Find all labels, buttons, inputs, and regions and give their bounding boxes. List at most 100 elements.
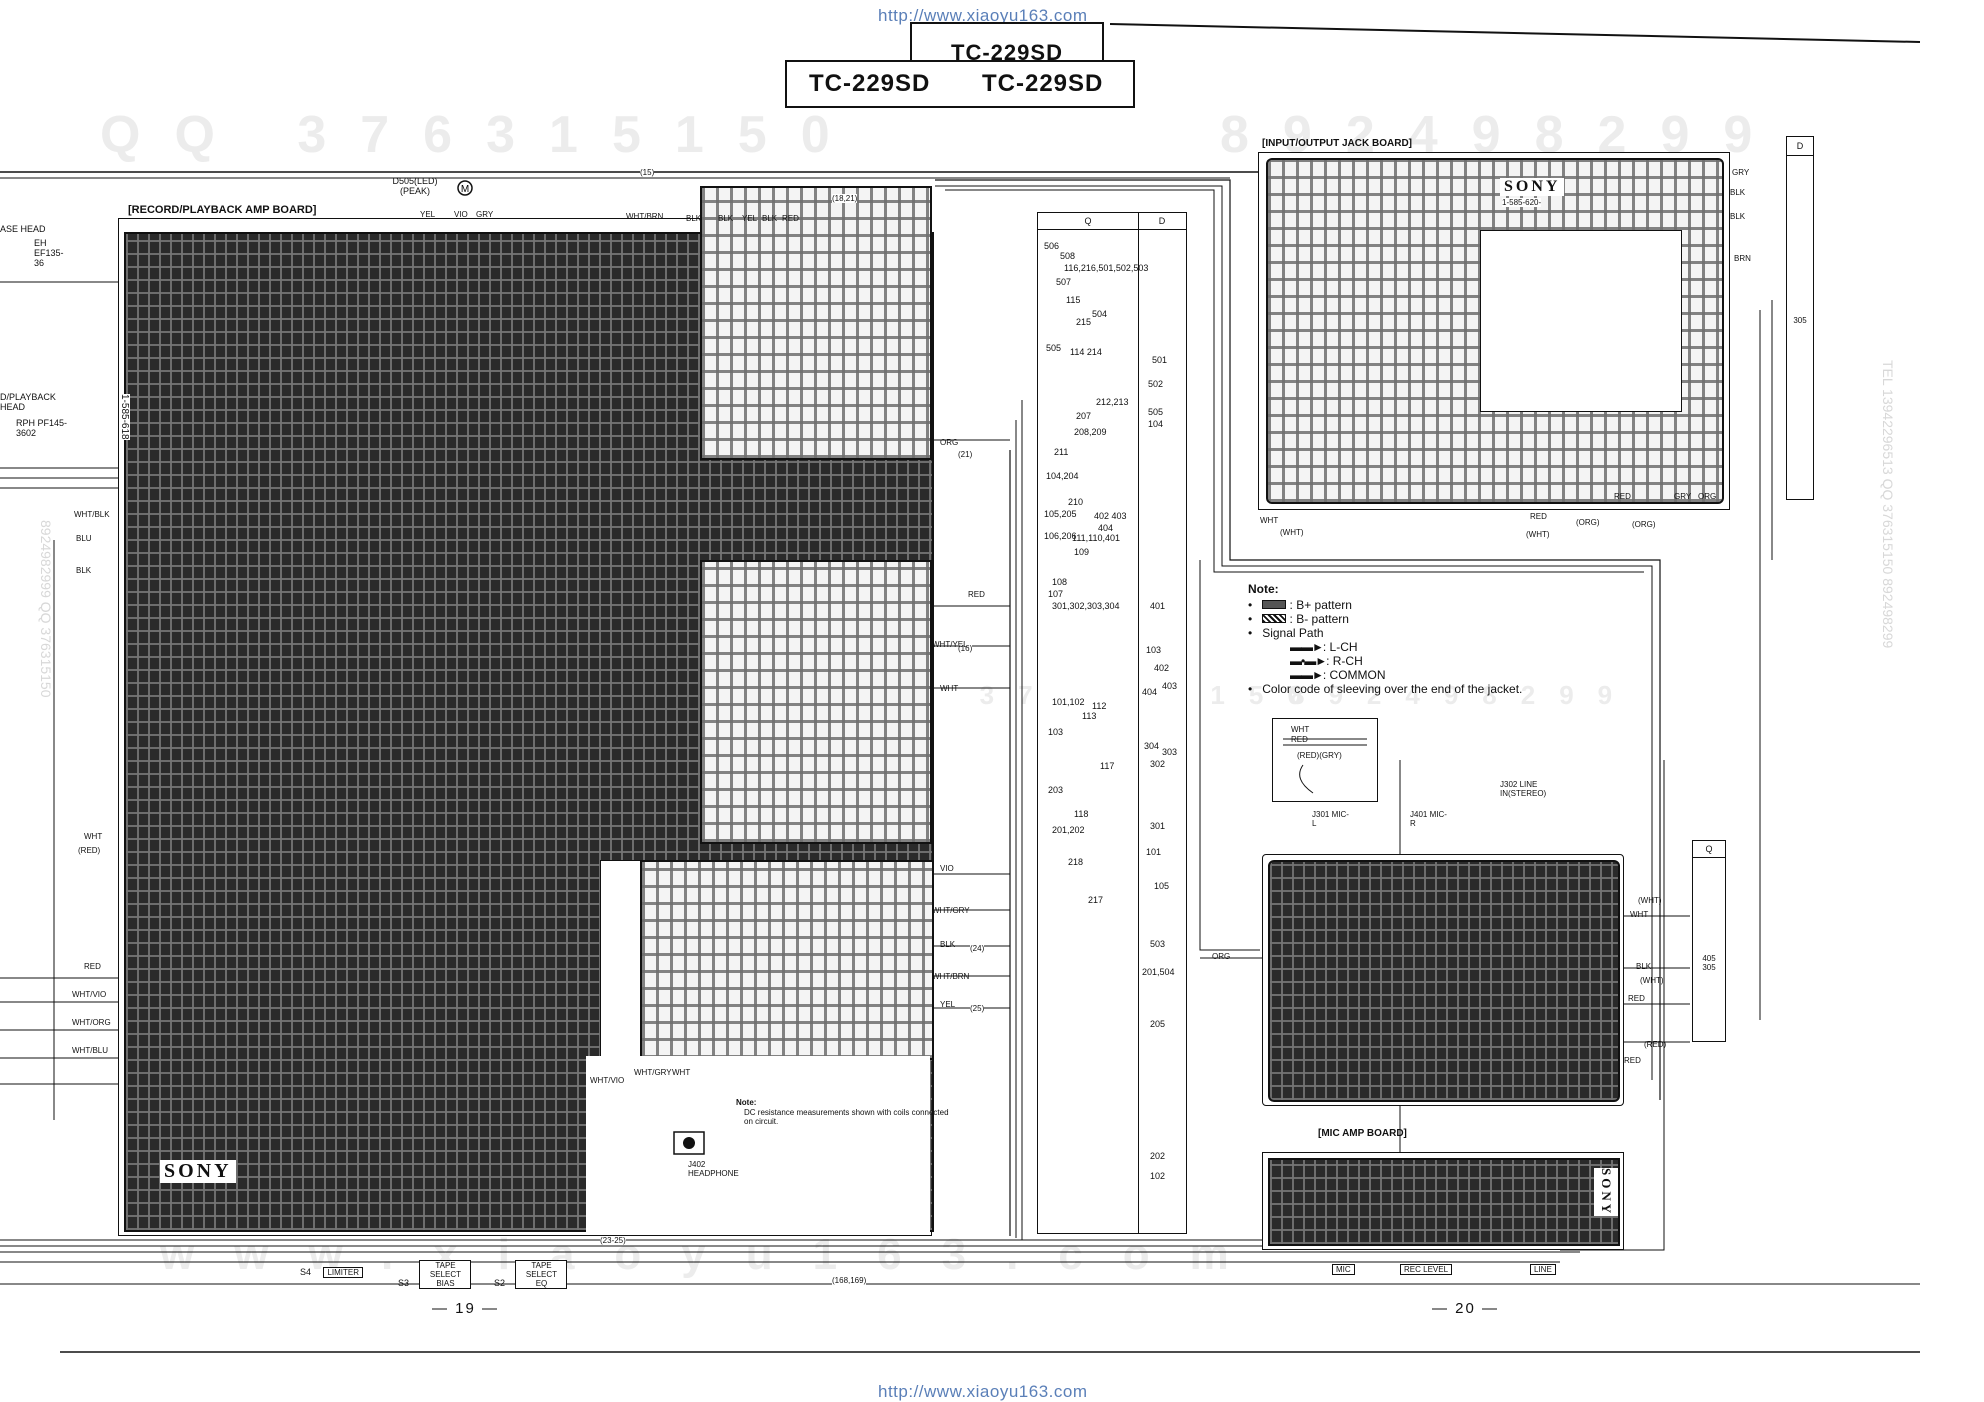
d-ref: 302 xyxy=(1150,759,1166,769)
q-ref: 105,205 xyxy=(1044,509,1077,519)
wire-color: WHT xyxy=(84,832,103,841)
rp-board-title: [RECORD/PLAYBACK AMP BOARD] xyxy=(128,204,317,216)
erase-head-part: EH EF135-36 xyxy=(34,238,64,268)
d-ref: 502 xyxy=(1148,379,1164,389)
lch-arrow-icon: ▬▬► xyxy=(1290,640,1324,654)
d-ref: 303 xyxy=(1162,747,1178,757)
headphone-jack-icon xyxy=(673,1131,705,1155)
q-ref: 211 xyxy=(1054,447,1069,457)
q-ref: 210 xyxy=(1068,497,1084,507)
wire-color: RED xyxy=(1530,512,1547,521)
switch-label: TAPE SELECT EQ xyxy=(515,1260,568,1289)
d-ref: 505 xyxy=(1148,407,1164,417)
q-ref: 118 xyxy=(1074,809,1089,819)
wire-color: (ORG) xyxy=(1576,518,1600,527)
wire-color: GRY xyxy=(476,210,494,219)
wire-color: (WHT) xyxy=(1640,976,1664,985)
mic-col-value: 305 xyxy=(1702,963,1716,972)
jack-label-line-in: J302 LINE IN(STEREO) xyxy=(1500,780,1547,798)
wire-color: (WHT) xyxy=(1638,896,1662,905)
ref-table-header-d: D xyxy=(1138,213,1186,230)
dc-note-title: Note: xyxy=(736,1098,757,1107)
note-signal-path: • Signal Path xyxy=(1248,626,1324,640)
d-ref: 105 xyxy=(1154,881,1170,891)
bus-label: (168,169) xyxy=(832,1276,867,1285)
mic-board-upper xyxy=(1268,860,1620,1102)
b-minus-text: : B- pattern xyxy=(1289,612,1349,626)
wire-color: WHT/ORG xyxy=(72,1018,111,1027)
sleeve-diagram: WHT RED (RED)(GRY) xyxy=(1272,718,1378,802)
signal-common: ▬▬►: COMMON xyxy=(1290,668,1628,682)
wire-color: ORG xyxy=(1698,492,1717,501)
q-ref: 215 xyxy=(1076,317,1092,327)
watermark-left: QQ 376315150 xyxy=(100,106,864,164)
wire-color: BLK xyxy=(1636,962,1652,971)
q-ref: 508 xyxy=(1060,251,1076,261)
switch-label: TAPE SELECT BIAS xyxy=(419,1260,472,1289)
sleeve-wire-icon xyxy=(1283,738,1367,794)
mic-col-value: 405 xyxy=(1702,954,1716,963)
svg-text:M: M xyxy=(461,184,469,195)
q-ref: 113 xyxy=(1082,711,1097,721)
bus-label: (24) xyxy=(970,944,985,953)
wire-color: WHT xyxy=(940,684,959,693)
rp-head-part: RPH PF145-3602 xyxy=(16,418,68,438)
io-col-header: D xyxy=(1787,137,1813,156)
io-sony-logo: SONY xyxy=(1500,178,1565,196)
wire-color: BLK xyxy=(718,214,734,223)
jack-label-mic-l: J301 MIC-L xyxy=(1312,810,1349,828)
switch-num: S3 xyxy=(398,1278,410,1288)
rp-sony-logo: SONY xyxy=(160,1160,236,1183)
d-ref: 103 xyxy=(1146,645,1162,655)
io-col-box: D 305 xyxy=(1786,136,1814,500)
page-number-right: — 20 — xyxy=(1432,1300,1500,1317)
d-ref: 404 xyxy=(1142,687,1158,697)
wire-color: VIO xyxy=(940,864,954,873)
switch-num: S4 xyxy=(300,1267,312,1277)
bus-label: (21) xyxy=(958,450,973,459)
rp-board-inset-bottom-pcb xyxy=(640,860,934,1060)
q-ref: 109 xyxy=(1074,547,1090,557)
q-ref: 115 xyxy=(1066,295,1081,305)
wire-color: WHT/BRN xyxy=(626,212,664,221)
switch-label: LIMITER xyxy=(323,1267,364,1278)
board-number-label: 1-585-618 xyxy=(119,394,130,440)
q-ref: 207 xyxy=(1076,411,1092,421)
switch-num: S2 xyxy=(494,1278,506,1288)
sleeve-label: WHT xyxy=(1291,725,1310,734)
wire-color: (WHT) xyxy=(1280,528,1304,537)
q-ref: 505 xyxy=(1046,343,1062,353)
q-ref: 114 214 xyxy=(1070,347,1102,357)
mic-box: MIC xyxy=(1332,1264,1355,1275)
d-ref: 205 xyxy=(1150,1019,1166,1029)
header-url-top[interactable]: http://www.xiaoyu163.com xyxy=(878,6,1088,25)
d-ref: 401 xyxy=(1150,601,1166,611)
d-ref: 403 xyxy=(1162,681,1178,691)
header-url-bottom[interactable]: http://www.xiaoyu163.com xyxy=(878,1382,1088,1401)
limiter-switch: S4 LIMITER xyxy=(300,1262,364,1280)
common-text: : COMMON xyxy=(1322,668,1386,682)
model-tab-back: TC-229SD xyxy=(910,22,1104,65)
legend-notes: Note: • : B+ pattern • : B- pattern • Si… xyxy=(1248,582,1628,696)
tape-select-bias-switch: S3 TAPE SELECT BIAS xyxy=(398,1260,472,1291)
bus-label: (25) xyxy=(970,1004,985,1013)
wire-color: ORG xyxy=(940,438,959,447)
wire-color: RED xyxy=(782,214,799,223)
wire-color: WHT/VIO xyxy=(590,1076,625,1085)
line-box: LINE xyxy=(1530,1264,1556,1275)
signal-rch: ▬•▬►: R-CH xyxy=(1290,654,1628,668)
wire-color: RED xyxy=(1624,1056,1641,1065)
wire-color: (ORG) xyxy=(1632,520,1656,529)
wire-color: WHT xyxy=(1260,516,1279,525)
q-ref: 507 xyxy=(1056,277,1072,287)
jack-label-mic-r: J401 MIC-R xyxy=(1410,810,1447,828)
rp-board-cutout xyxy=(586,1056,930,1234)
wire-color: (WHT) xyxy=(1526,530,1550,539)
wire-color: BLK xyxy=(686,214,702,223)
rp-board-inset-right xyxy=(700,560,932,844)
q-ref: 404 xyxy=(1098,523,1114,533)
signal-path-text: Signal Path xyxy=(1262,626,1324,640)
watermark-mid-right: 892498299 xyxy=(1290,680,1637,710)
led-symbol-icon: M xyxy=(457,180,473,196)
